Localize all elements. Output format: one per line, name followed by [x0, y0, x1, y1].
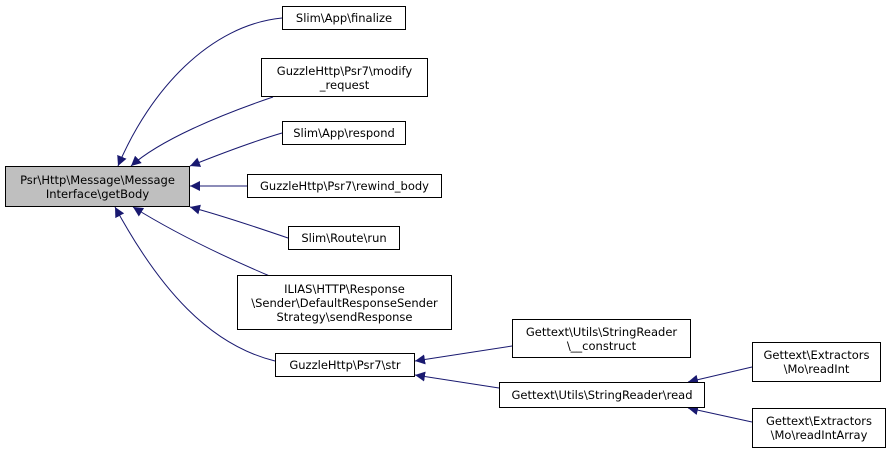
edge-send_response-to-root — [132, 206, 273, 278]
node-label-line: Psr\Http\Message\Message — [20, 172, 175, 187]
edge-read_int_array-to-read — [687, 405, 753, 423]
edge-route_run-to-root — [189, 204, 289, 239]
node-mo-readintarray[interactable]: Gettext\Extractors \Mo\readIntArray — [752, 408, 886, 448]
node-guzzle-rewind-body[interactable]: GuzzleHttp\Psr7\rewind_body — [247, 174, 442, 198]
node-label-line: GuzzleHttp\Psr7\str — [289, 358, 401, 372]
node-guzzle-modify-request[interactable]: GuzzleHttp\Psr7\modify _request — [261, 58, 428, 97]
node-label-line: _request — [319, 77, 370, 92]
node-label-line: Gettext\Utils\StringReader\read — [511, 388, 693, 402]
node-label-line: \Sender\DefaultResponseSender — [251, 295, 438, 310]
edge-construct-to-str — [414, 345, 513, 365]
node-stringreader-construct[interactable]: Gettext\Utils\StringReader \__construct — [512, 319, 691, 358]
node-label-line: \Mo\readIntArray — [770, 428, 868, 442]
node-label-line: Slim\Route\run — [301, 231, 387, 245]
node-label-line: GuzzleHttp\Psr7\rewind_body — [260, 179, 429, 193]
node-label-line: Strategy\sendResponse — [276, 309, 413, 324]
node-label-line: \__construct — [566, 338, 637, 353]
node-label-line: \Mo\readInt — [783, 362, 850, 376]
node-label-line: Interface\getBody — [45, 186, 150, 201]
node-slim-app-respond[interactable]: Slim\App\respond — [282, 121, 406, 145]
node-stringreader-read[interactable]: Gettext\Utils\StringReader\read — [499, 382, 705, 408]
node-ilias-send-response[interactable]: ILIAS\HTTP\Response \Sender\DefaultRespo… — [237, 275, 452, 330]
edge-read_int-to-read — [687, 366, 753, 385]
edge-respond-to-root — [189, 132, 283, 167]
node-label-line: Slim\App\respond — [293, 126, 395, 140]
node-root-getbody[interactable]: Psr\Http\Message\Message Interface\getBo… — [5, 166, 190, 207]
node-slim-app-finalize[interactable]: Slim\App\finalize — [282, 6, 406, 30]
node-slim-route-run[interactable]: Slim\Route\run — [288, 226, 400, 250]
node-label-line: GuzzleHttp\Psr7\modify — [276, 63, 413, 78]
node-mo-readint[interactable]: Gettext\Extractors \Mo\readInt — [752, 342, 881, 382]
node-guzzle-str[interactable]: GuzzleHttp\Psr7\str — [275, 353, 415, 377]
node-label-line: Gettext\Extractors — [763, 348, 870, 362]
node-label-line: Slim\App\finalize — [295, 11, 393, 25]
edge-finalize-to-root — [117, 17, 283, 167]
node-label-line: ILIAS\HTTP\Response — [284, 281, 405, 296]
node-label-line: Gettext\Extractors — [765, 414, 872, 428]
node-label-line: Gettext\Utils\StringReader — [525, 324, 678, 339]
edge-str-to-root — [114, 206, 276, 362]
edge-read-to-str — [414, 371, 500, 389]
edge-modify_request-to-root — [130, 96, 274, 167]
